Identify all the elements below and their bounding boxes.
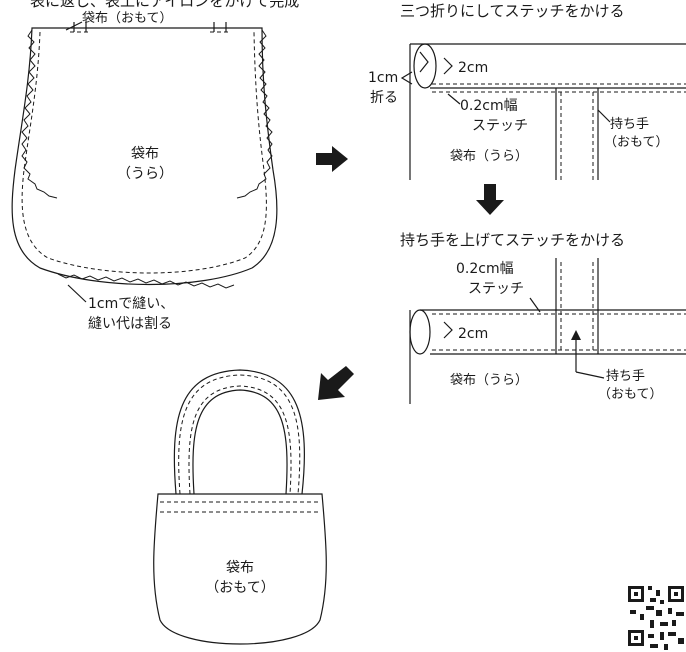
hu-stitch-label-2: ステッチ [468, 281, 524, 297]
hu-fold-bracket [443, 321, 453, 339]
hu-handle-label-2: （おもて） [598, 387, 662, 402]
fold-stitch-label-1: 0.2cm幅 [460, 98, 518, 114]
handle-inner [192, 389, 288, 495]
hu-stitch-leader [529, 297, 541, 313]
finished-label-1: 袋布 [226, 560, 254, 576]
bag-body [153, 493, 327, 645]
fold-fabric-label: 袋布（うら） [450, 149, 528, 164]
hu-handle-leader [575, 371, 605, 379]
handle-outer [173, 369, 305, 495]
hu-lift-arrow-head [571, 330, 581, 340]
fold-amount-label: 2cm [458, 60, 488, 76]
fold-in-label-2: 折る [370, 90, 398, 106]
partial-step-title: 表に返し、表工にアイロンをかけて完成 [30, 0, 299, 10]
bag-inside-label-1: 袋布 [131, 146, 159, 162]
bag-inside-label-2: （うら） [117, 166, 173, 182]
handle-stitch-inner [188, 385, 292, 495]
fold-chevron [419, 51, 429, 73]
handle-up-diagram: 0.2cm幅 ステッチ 2cm 袋布（うら） 持ち手 （おもて） [409, 258, 686, 404]
bag-outline [11, 27, 278, 286]
fold-step-title: 三つ折りにしてステッチをかける [400, 2, 625, 20]
hu-stitch-label-1: 0.2cm幅 [456, 261, 514, 277]
fold-in-label-1: 1cm [368, 70, 398, 86]
seam-zigzag-bottom [57, 273, 235, 289]
seam-zigzag-left [21, 29, 58, 199]
top-label-leader [65, 21, 83, 31]
arrow-down-left-icon [318, 366, 354, 400]
bag-stitch-line [21, 31, 267, 274]
bag-inside-out: 袋布（おもて） 袋布 （うら） 1cmで縫い、 縫い代は割る [11, 11, 278, 332]
fold-amount-bracket [443, 57, 453, 75]
finished-label-2: （おもて） [205, 580, 274, 596]
fold-handle-label-1: 持ち手 [610, 117, 649, 132]
fold-roll [413, 43, 437, 89]
qr-code-icon [626, 584, 686, 652]
seam-note-leader [67, 284, 87, 303]
hu-handle-label-1: 持ち手 [606, 369, 645, 384]
finished-bag: 袋布 （おもて） [153, 369, 327, 645]
fold-in-bracket [400, 71, 413, 85]
seam-zigzag-right [236, 29, 273, 199]
hu-fold-roll [409, 309, 431, 355]
seam-note-1: 1cmで縫い、 [88, 296, 174, 312]
handle-step-title: 持ち手を上げてステッチをかける [400, 231, 625, 249]
handle-leader [597, 109, 611, 123]
fold-stitch-label-2: ステッチ [472, 118, 528, 134]
hu-fold-label: 2cm [458, 326, 488, 342]
stitch-leader [447, 93, 461, 105]
hu-fabric-label: 袋布（うら） [450, 373, 528, 388]
fold-diagram: 2cm 1cm 折る 0.2cm幅 ステッチ 袋布（うら） 持ち手 （おもて） [368, 43, 686, 180]
seam-note-2: 縫い代は割る [88, 315, 172, 332]
handle-stitch-outer [178, 374, 301, 495]
fold-handle-label-2: （おもて） [604, 135, 668, 150]
arrow-right-icon [316, 146, 348, 172]
arrow-down-icon [476, 184, 504, 215]
bag-top-label: 袋布（おもて） [82, 11, 172, 26]
